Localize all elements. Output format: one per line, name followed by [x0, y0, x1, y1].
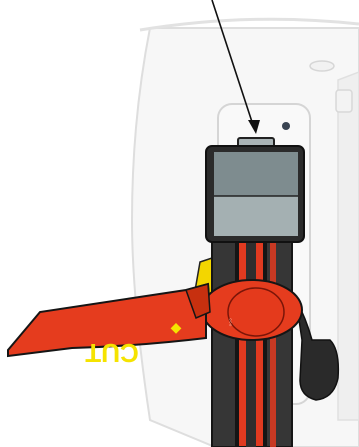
cable-right-red-strip — [270, 236, 276, 447]
connector-lower-face — [214, 196, 298, 236]
device-clip — [336, 90, 352, 112]
device-button — [310, 61, 334, 71]
connector — [206, 138, 304, 242]
cap-center — [228, 288, 284, 336]
cable-middle-dark — [246, 236, 256, 447]
cable-left — [212, 236, 236, 447]
tag-arrow-glyph: ◆ — [171, 320, 182, 336]
tag-text: CUT — [85, 338, 139, 368]
cap-label: ◦◦◦ — [226, 318, 235, 327]
device-side-panel — [338, 72, 359, 420]
cable-cap: ◦◦◦ — [202, 280, 302, 340]
cable-bundle — [212, 236, 292, 447]
device-indicator — [282, 122, 290, 130]
cable-right — [266, 236, 292, 447]
connector-upper-face — [214, 152, 298, 196]
